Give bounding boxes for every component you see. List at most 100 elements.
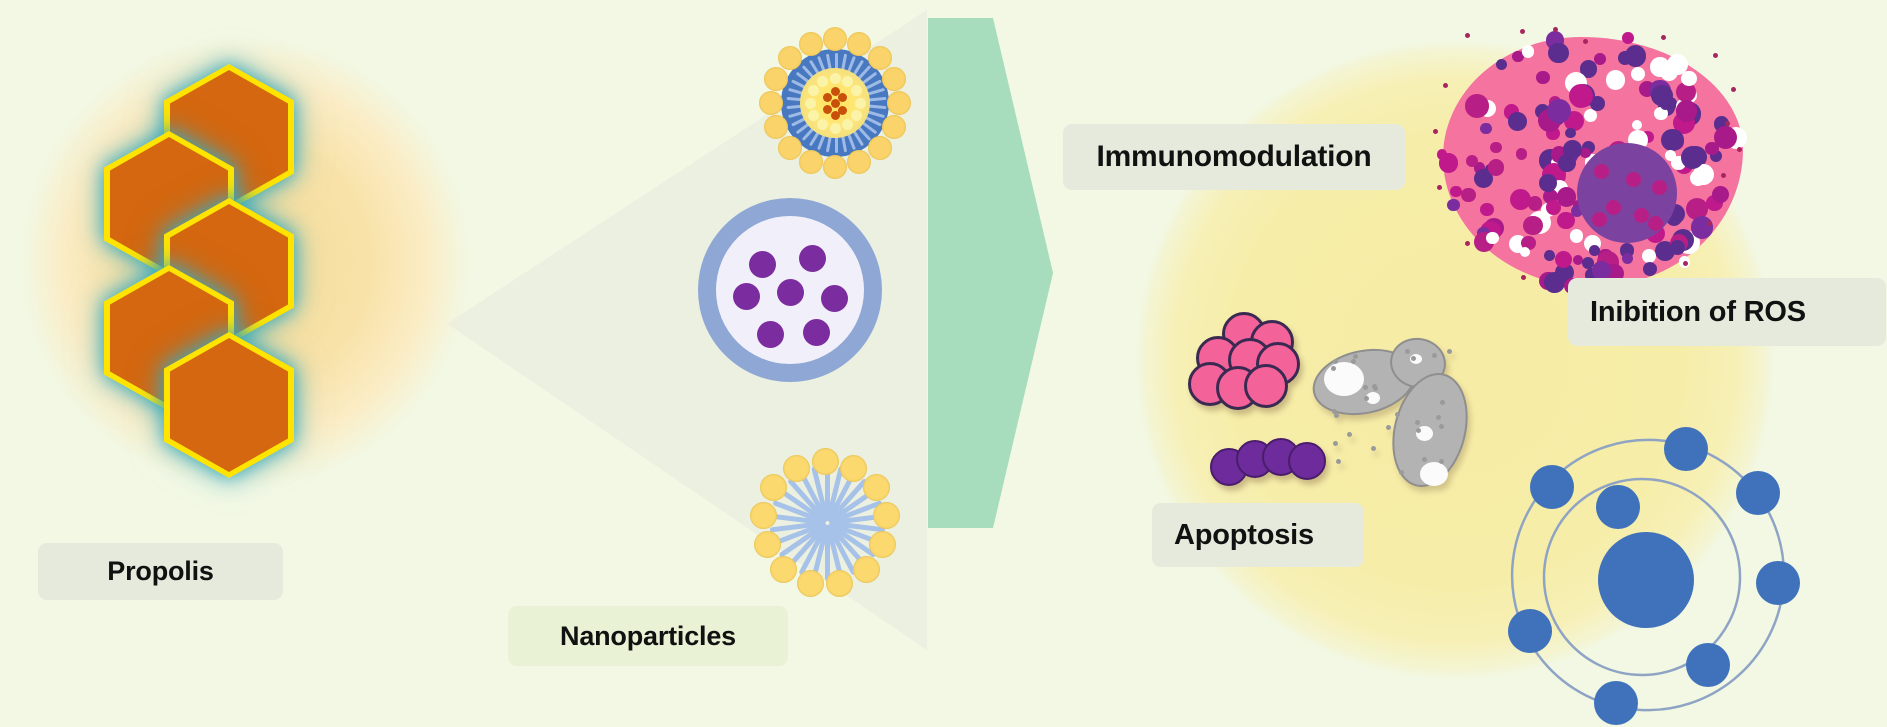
immune-granule [1521, 235, 1536, 251]
micelle-nanoparticle-icon [745, 443, 905, 603]
immune-granule [1465, 94, 1489, 118]
immune-granule [1495, 59, 1508, 71]
vesicle-cargo-molecule [820, 284, 848, 312]
immune-granule [1512, 51, 1524, 63]
liposome-inner-bead [807, 110, 819, 121]
hexagon-cell [164, 332, 294, 478]
fungal-cytoplasm-speck [1386, 425, 1392, 431]
immune-granule [1631, 66, 1646, 81]
fungal-cytoplasm-speck [1371, 384, 1377, 390]
immune-granule [1473, 169, 1494, 189]
liposome-payload-molecule [837, 92, 847, 102]
immune-granule [1490, 141, 1502, 154]
immune-granule [1650, 57, 1670, 77]
polymeric-vesicle-nanoparticle-icon [690, 190, 890, 390]
immune-granule [1666, 53, 1689, 76]
micelle-head-group [749, 502, 777, 530]
liposome-inner-bead [842, 75, 853, 87]
liposome-surface-bead [798, 150, 823, 175]
immune-signal-spark [1707, 221, 1712, 226]
fungal-cytoplasm-speck [1331, 366, 1337, 372]
vesicle-cargo-molecule [802, 318, 830, 346]
fungal-cytoplasm-speck [1331, 409, 1337, 415]
fungal-vacuole [1324, 362, 1364, 396]
label-immunomodulation-text: Immunomodulation [1096, 140, 1372, 173]
immune-nucleus-granule [1651, 179, 1667, 195]
bacteria-chain-icon [1210, 438, 1340, 486]
immune-granule [1621, 252, 1634, 265]
immune-granule [1580, 147, 1591, 158]
process-arrow-right-icon [928, 18, 1053, 528]
immune-granule [1508, 112, 1528, 131]
fungal-cytoplasm-speck [1414, 420, 1420, 426]
immune-granule [1486, 231, 1499, 245]
liposome-inner-bead [829, 72, 841, 84]
fungal-cytoplasm-speck [1439, 423, 1445, 429]
immune-granule [1651, 84, 1673, 106]
immune-granule [1487, 159, 1505, 177]
immune-granule [1509, 188, 1532, 211]
micelle-head-group [840, 454, 868, 482]
immune-signal-spark [1553, 27, 1558, 32]
immune-granule [1466, 155, 1479, 168]
micelle-head-group [873, 502, 901, 530]
liposome-payload-molecule [830, 98, 840, 108]
immune-granule [1624, 45, 1646, 67]
immune-granule [1571, 204, 1584, 217]
immune-granule [1450, 185, 1462, 198]
liposome-inner-bead [851, 110, 863, 121]
fungal-cytoplasm-speck [1439, 400, 1445, 406]
immune-granule [1588, 245, 1600, 257]
immune-nucleus-granule [1633, 207, 1649, 223]
immune-granule [1565, 127, 1576, 138]
micelle-head-group [753, 531, 781, 559]
immune-granule [1581, 256, 1594, 269]
micelle-head-group [869, 531, 897, 559]
liposome-inner-bead [829, 122, 841, 134]
pink-cell [1244, 364, 1288, 408]
immune-signal-spark [1583, 39, 1588, 44]
label-apoptosis: Apoptosis [1152, 503, 1364, 567]
micelle-lipid-tail [825, 465, 830, 521]
liposome-surface-bead [887, 91, 911, 115]
label-nanoparticles-text: Nanoparticles [560, 620, 736, 651]
immune-signal-spark [1661, 35, 1666, 40]
fungal-cytoplasm-speck [1398, 469, 1404, 475]
micelle-head-group [782, 454, 810, 482]
immune-nucleus-granule [1593, 163, 1609, 179]
liposome-lipid-tail [835, 53, 838, 75]
immune-granule [1527, 196, 1543, 211]
label-inibition-of-ros-text: Inibition of ROS [1590, 295, 1806, 328]
immune-granule [1543, 249, 1555, 261]
liposome-inner-bead [817, 119, 828, 131]
immune-granule [1712, 185, 1729, 203]
immune-granule [1479, 122, 1492, 135]
fungal-vacuole [1410, 354, 1422, 364]
immune-granule [1519, 246, 1531, 258]
immune-signal-spark [1520, 29, 1525, 34]
immune-signal-spark [1433, 129, 1438, 134]
fungal-cytoplasm-speck [1363, 385, 1369, 391]
liposome-surface-bead [882, 66, 907, 91]
fungal-cytoplasm-speck [1405, 349, 1411, 355]
atom-svg [1508, 427, 1800, 725]
liposome-surface-bead [823, 155, 847, 179]
liposome-inner-bead [817, 75, 828, 87]
immune-granule [1546, 99, 1571, 124]
label-apoptosis-text: Apoptosis [1174, 518, 1314, 551]
micelle-head-group [770, 555, 798, 583]
immune-nucleus-granule [1591, 211, 1607, 227]
immune-granule [1690, 170, 1707, 187]
liposome-surface-bead [798, 31, 823, 56]
immune-granule [1675, 100, 1698, 122]
immune-granule [1669, 239, 1685, 255]
liposome-surface-bead [763, 66, 788, 91]
liposome-inner-bead [854, 97, 866, 109]
immune-granule [1536, 70, 1550, 85]
liposome-payload-molecule [822, 104, 832, 114]
micelle-head-group [852, 555, 880, 583]
immune-granule [1437, 149, 1448, 160]
immune-granule [1654, 106, 1668, 121]
atom-ros-diagram-icon [1490, 425, 1820, 725]
bacterium-cell [1288, 442, 1326, 480]
